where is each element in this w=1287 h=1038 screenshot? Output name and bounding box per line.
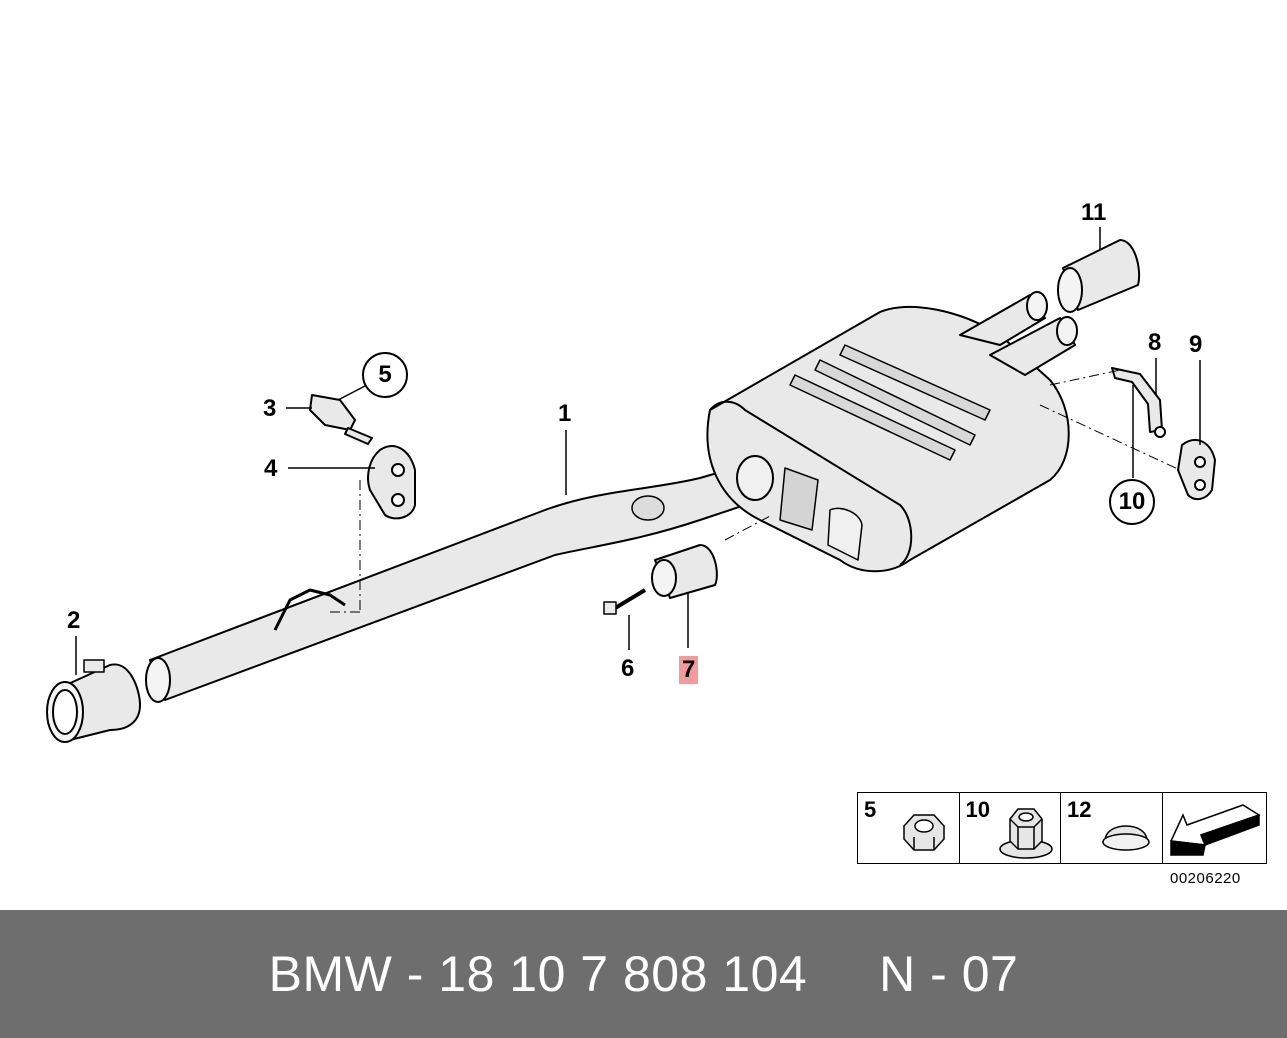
callout-10[interactable]: 10 [1109,479,1155,525]
part-number-text: BMW - 18 10 7 808 104 N - 07 [268,946,1019,1002]
hex-nut-icon [902,814,946,851]
callout-1[interactable]: 1 [558,400,572,427]
callout-8[interactable]: 8 [1148,329,1162,356]
callout-3[interactable]: 3 [263,395,277,422]
callout-2[interactable]: 2 [67,607,81,634]
rubber-mount-4 [367,445,416,520]
rubber-mount-9 [1177,439,1216,501]
pipe-end [145,657,171,703]
legend-number: 10 [965,797,990,822]
legend-number: 5 [864,797,877,822]
part-number-footer: BMW - 18 10 7 808 104 N - 07 [0,910,1287,1038]
legend-item-12[interactable]: 12 [1061,793,1163,863]
hardware-legend: 5 10 [857,792,1267,864]
bracket-3 [309,394,356,431]
direction-arrow-icon [1169,804,1261,856]
bracket-8 [1111,367,1163,433]
exhaust-diagram-drawing [46,227,1216,743]
callout-5[interactable]: 5 [362,352,408,398]
callout-11[interactable]: 11 [1081,199,1107,226]
legend-item-10[interactable]: 10 [960,793,1061,863]
cap-plug-icon [1102,825,1150,851]
callout-7[interactable]: 7 [679,656,699,684]
image-reference-number: 00206220 [1170,870,1241,887]
parts-diagram: 1 2 3 4 5 6 7 8 9 10 11 5 10 [46,199,1267,887]
callout-9[interactable]: 9 [1189,331,1203,358]
flange-nut-icon [998,808,1053,859]
screw-6 [610,588,647,612]
legend-number: 12 [1067,797,1092,822]
legend-item-5[interactable]: 5 [858,793,960,863]
callout-6[interactable]: 6 [621,655,635,682]
legend-item-arrow [1163,793,1266,863]
callout-4[interactable]: 4 [264,455,278,482]
